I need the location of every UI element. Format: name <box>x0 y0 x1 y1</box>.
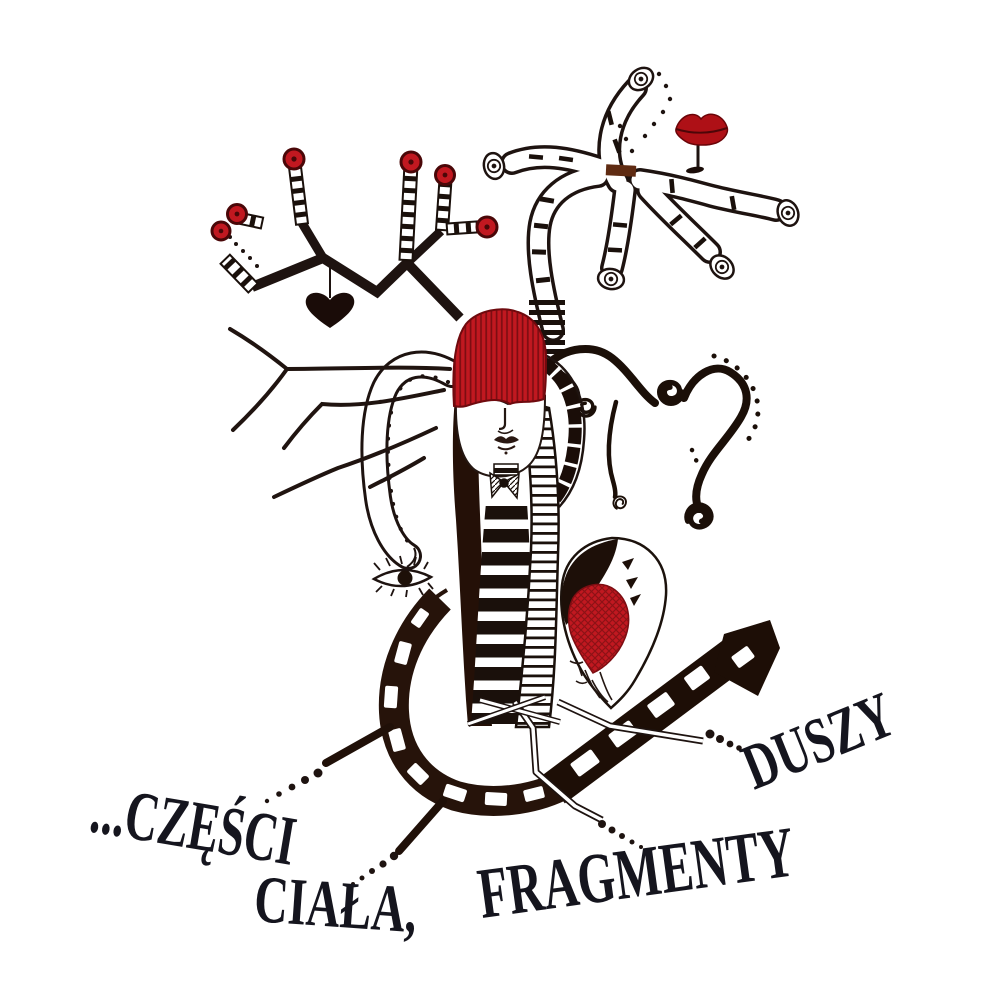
striped-torso <box>471 501 531 724</box>
neck-bow <box>489 463 520 500</box>
teardrop-head <box>560 536 668 710</box>
left-arm <box>360 350 466 570</box>
junction-bar <box>605 164 637 177</box>
berry-centers <box>218 156 490 234</box>
anchor-lines <box>322 723 447 855</box>
caption-word-duszy: DUSZY <box>733 679 905 804</box>
top-right-branches <box>500 76 788 342</box>
main-face <box>454 394 547 478</box>
trunk-rung-column <box>529 300 565 354</box>
red-berries <box>210 147 499 242</box>
rolled-branch-tips <box>482 66 800 291</box>
curly-tentacles <box>542 344 761 531</box>
head-side-arc <box>534 353 586 508</box>
filmstrip-band <box>543 620 780 804</box>
thin-wires <box>467 694 704 824</box>
dotted-trails <box>264 729 750 886</box>
branch-sprinkle-dots <box>617 71 673 154</box>
caption-word-fragmenty: FRAGMENTY <box>473 811 799 933</box>
hanging-heart <box>305 263 355 328</box>
branch-dash-marks <box>528 110 737 284</box>
curved-track <box>378 588 568 816</box>
thin-roots <box>228 327 452 499</box>
left-branches <box>250 220 464 322</box>
hanging-eye <box>371 547 434 598</box>
red-lips-on-branch <box>675 113 729 174</box>
left-branch-dots <box>228 235 259 268</box>
red-bowl-hair <box>452 308 548 408</box>
caption-word-ciala: CIAŁA, <box>252 862 420 947</box>
ladder-staircase <box>514 398 560 729</box>
